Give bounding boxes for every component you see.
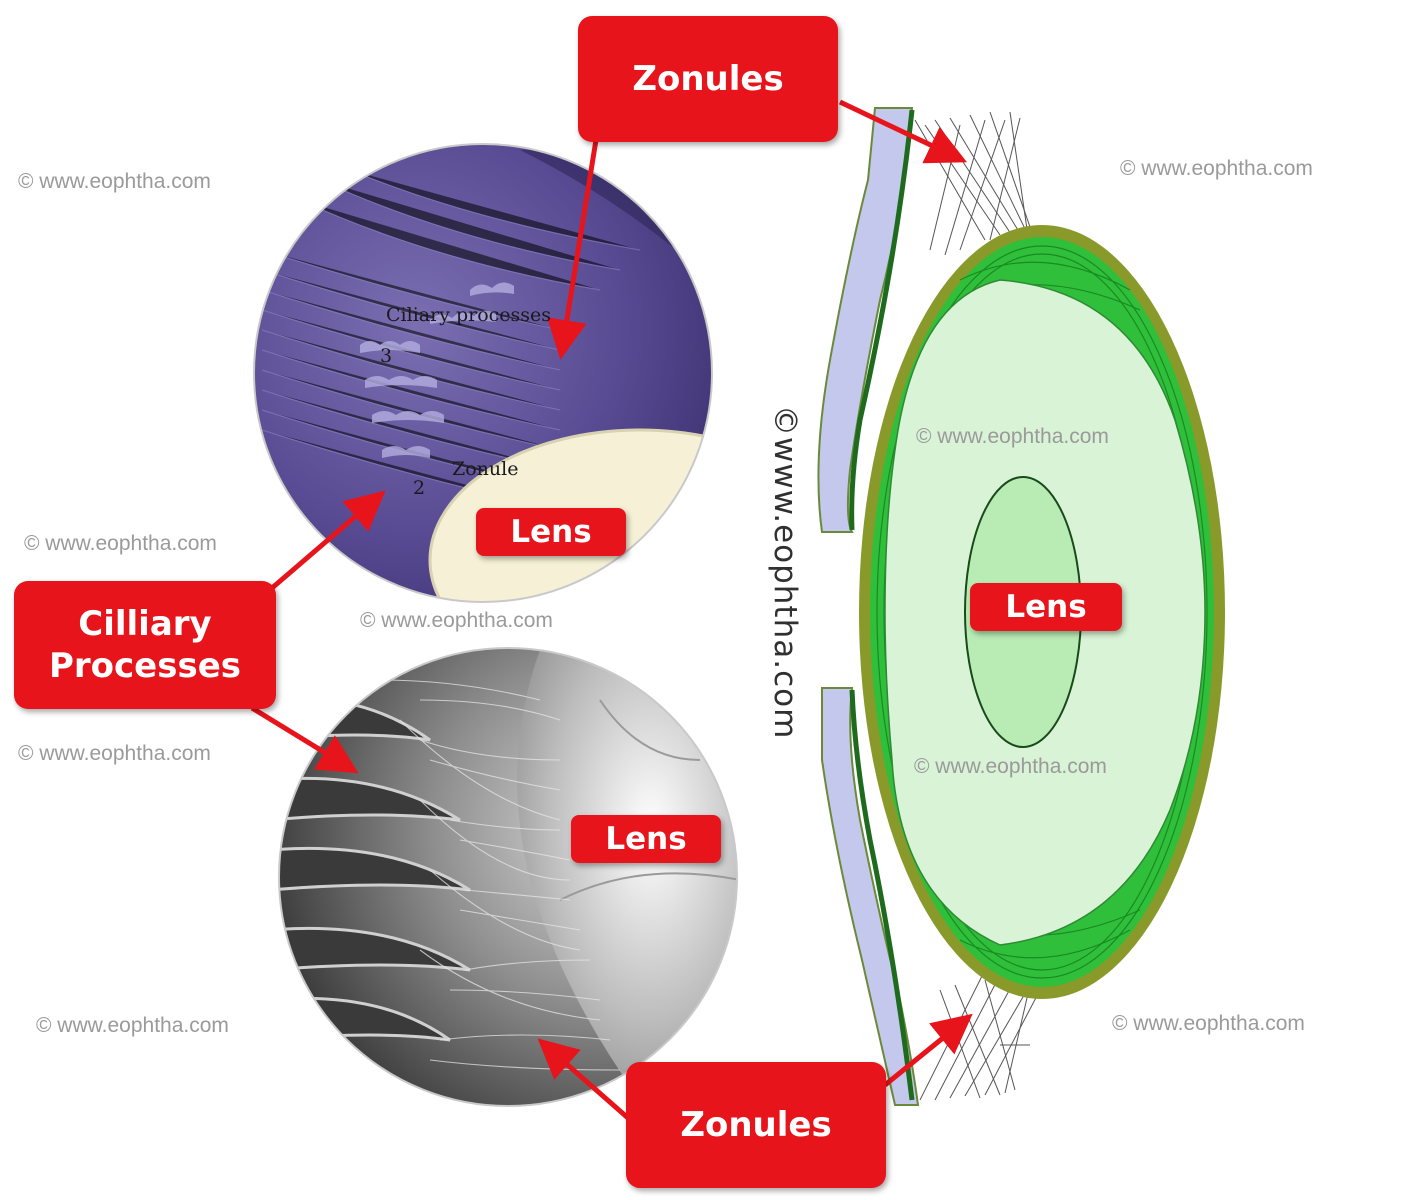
photo-label-num2: 2 [413, 477, 426, 499]
sem-photo [279, 648, 737, 1106]
ciliary-photo [254, 144, 712, 602]
arrows [250, 99, 973, 1120]
callout-zonules-bottom: Zonules [626, 1062, 886, 1188]
watermark: © www.eophtha.com [18, 742, 211, 765]
watermark: © www.eophtha.com [914, 755, 1107, 778]
watermark: © www.eophtha.com [1112, 1012, 1305, 1035]
ciliary-photo-border [253, 143, 713, 603]
callout-zonules-top: Zonules [578, 16, 838, 142]
watermark: © www.eophtha.com [24, 532, 217, 555]
arrow-ciliary-to-photo [270, 490, 386, 590]
photo-label-zonule: Zonule [452, 458, 519, 480]
arrow-zonules-top-to-diagram [838, 99, 968, 164]
arrow-zonules-bottom-to-diagram [883, 1013, 973, 1087]
sem-photo-border [278, 647, 738, 1107]
callout-ciliary-processes: Cilliary Processes [14, 581, 276, 709]
watermark: © www.eophtha.com [360, 609, 553, 632]
watermark: © www.eophtha.com [18, 170, 211, 193]
arrow-ciliary-to-sem [250, 705, 359, 774]
watermark: © www.eophtha.com [916, 425, 1109, 448]
watermark: © www.eophtha.com [1120, 157, 1313, 180]
watermark: © www.eophtha.com [36, 1014, 229, 1037]
iris-lower [821, 687, 920, 1106]
lens-cross-section [817, 107, 1225, 1106]
arrow-zonules-top-to-photo [547, 139, 599, 360]
callout-lens-photo: Lens [476, 508, 626, 556]
vertical-watermark: ©www.eophtha.com [767, 405, 803, 740]
callout-lens-diagram: Lens [970, 583, 1122, 631]
arrow-zonules-bottom-to-sem [537, 1038, 630, 1120]
callout-lens-sem: Lens [571, 815, 721, 863]
photo-label-num3: 3 [380, 345, 393, 367]
photo-label-ciliary: Ciliary processes [386, 304, 552, 326]
